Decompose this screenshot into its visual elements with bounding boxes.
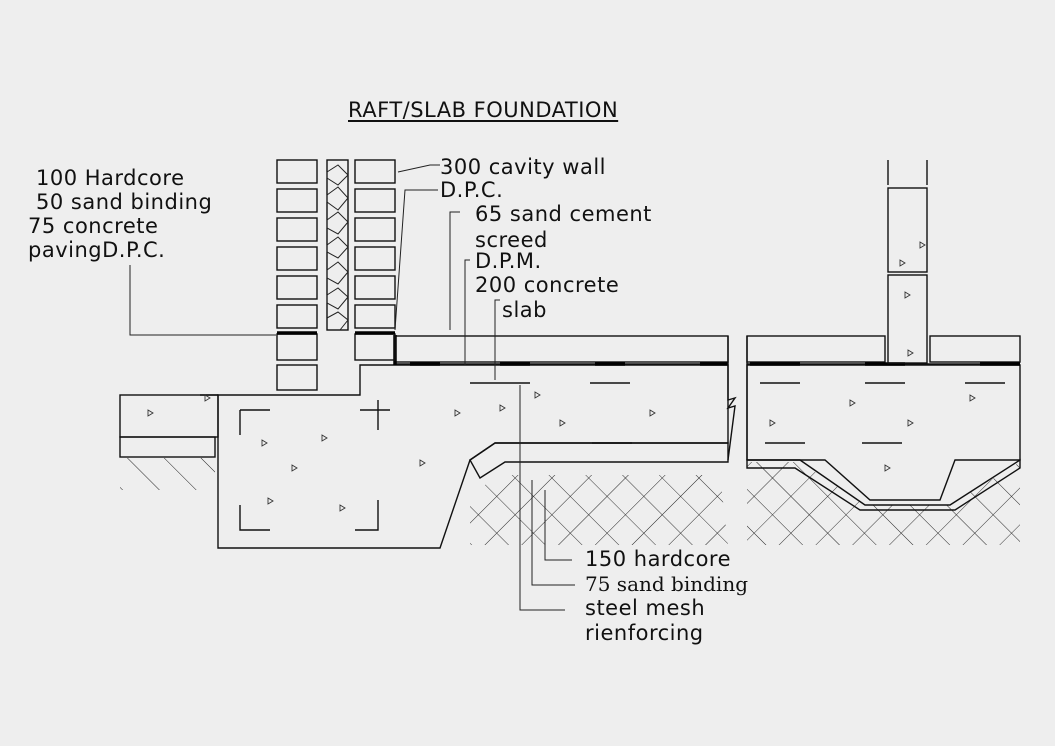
sand-cement-screed xyxy=(394,335,1021,363)
label-concrete-75: 75 concrete xyxy=(28,214,159,238)
label-hardcore-100: 100 Hardcore xyxy=(36,166,185,190)
label-steel-mesh-2: rienforcing xyxy=(585,621,704,645)
label-steel-mesh-1: steel mesh xyxy=(585,596,706,620)
label-slab-2: slab xyxy=(502,298,547,322)
label-screed-1: 65 sand cement xyxy=(475,202,652,226)
label-paving-dpc: pavingD.P.C. xyxy=(28,238,166,262)
reinforcement xyxy=(239,382,1005,531)
label-screed-2: screed xyxy=(475,228,548,252)
label-cavity-wall: 300 cavity wall xyxy=(440,155,606,179)
concrete-raft-right xyxy=(746,364,1021,511)
outer-leaf-bricks xyxy=(276,159,318,391)
concrete-raft-left xyxy=(217,364,729,549)
hardcore-hatch xyxy=(120,458,1020,545)
label-sand-binding-75: 75 sand binding xyxy=(585,572,748,596)
dpm-line xyxy=(393,335,1020,366)
label-dpc: D.P.C. xyxy=(440,178,504,202)
label-dpm: D.P.M. xyxy=(475,249,542,273)
cavity-insulation xyxy=(326,159,349,331)
right-wall xyxy=(887,160,928,364)
aggregate-marks xyxy=(147,241,976,512)
break-line xyxy=(726,336,748,461)
label-slab-1: 200 concrete xyxy=(475,273,620,297)
inner-leaf-bricks xyxy=(354,159,396,361)
drawing-title: RAFT/SLAB FOUNDATION xyxy=(348,98,619,122)
leader-lines xyxy=(129,164,575,611)
external-paving xyxy=(119,394,219,458)
label-sand-binding-50: 50 sand binding xyxy=(36,190,213,214)
label-hardcore-150: 150 hardcore xyxy=(585,547,732,571)
